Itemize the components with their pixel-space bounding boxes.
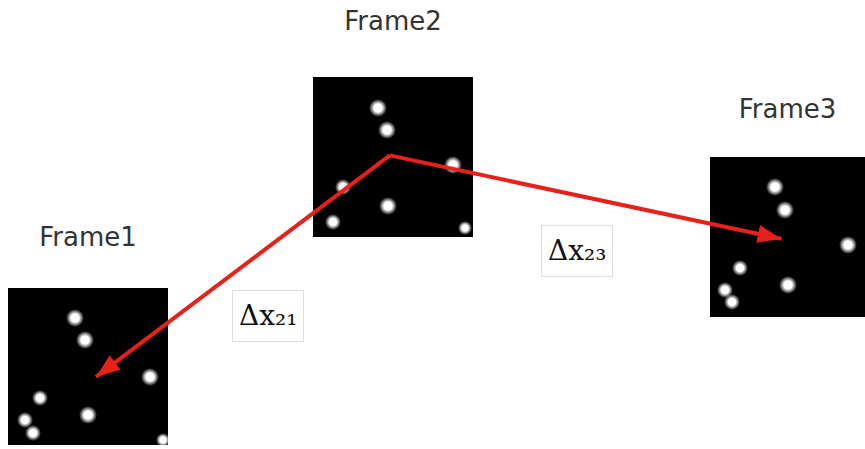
frame-node: Frame2 — [313, 6, 473, 237]
frame-node: Frame3 — [710, 94, 865, 317]
particle-image — [8, 288, 170, 447]
displacement-label: Δx₂₃ — [541, 225, 613, 277]
particle-image — [710, 157, 865, 317]
frame-title: Frame3 — [710, 94, 865, 125]
displacement-arrow — [96, 155, 390, 377]
frame-title: Frame2 — [313, 6, 473, 37]
displacement-label: Δx₂₁ — [232, 290, 304, 342]
frame-title: Frame1 — [8, 222, 168, 253]
frame-node: Frame1 — [8, 222, 168, 445]
